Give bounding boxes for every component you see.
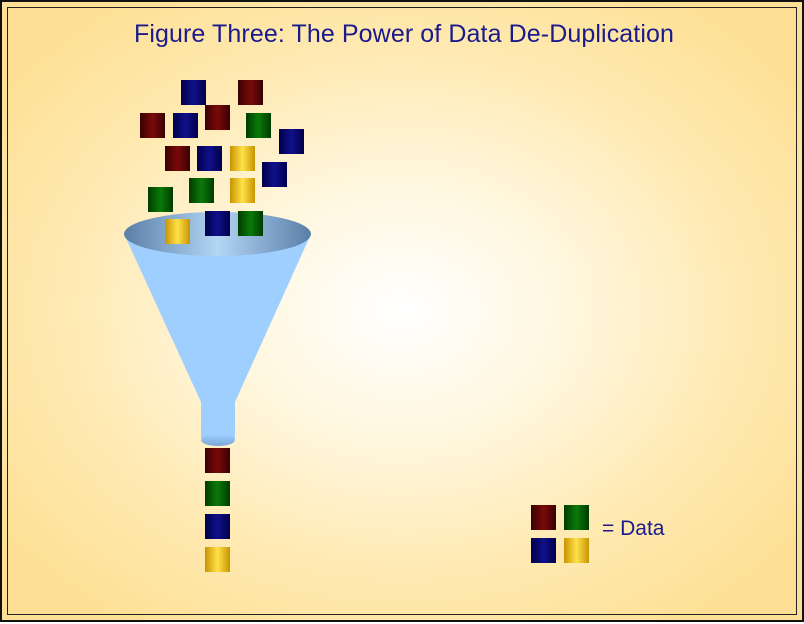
legend-label: = Data — [602, 517, 665, 540]
data-block-gold — [165, 219, 190, 244]
output-block-gold — [205, 547, 230, 572]
funnel — [124, 212, 311, 446]
legend-swatches — [531, 505, 589, 563]
output-block-green — [205, 481, 230, 506]
data-block-blue — [197, 146, 222, 171]
funnel-cone — [124, 234, 311, 443]
incoming-data-blocks — [140, 80, 304, 244]
data-block-blue — [279, 129, 304, 154]
data-block-gold — [230, 146, 255, 171]
legend-swatch-blue — [531, 538, 556, 563]
legend-swatch-gold — [564, 538, 589, 563]
data-block-maroon — [205, 105, 230, 130]
data-block-maroon — [165, 146, 190, 171]
output-block-blue — [205, 514, 230, 539]
data-block-gold — [230, 178, 255, 203]
data-block-green — [238, 211, 263, 236]
figure-title: Figure Three: The Power of Data De-Dupli… — [133, 20, 675, 48]
data-block-blue — [262, 162, 287, 187]
data-block-maroon — [238, 80, 263, 105]
data-block-blue — [181, 80, 206, 105]
data-block-blue — [205, 211, 230, 236]
legend-swatch-green — [564, 505, 589, 530]
data-block-blue — [173, 113, 198, 138]
legend-swatch-maroon — [531, 505, 556, 530]
data-block-green — [246, 113, 271, 138]
data-block-green — [148, 187, 173, 212]
output-block-maroon — [205, 448, 230, 473]
deduplicated-data-blocks — [205, 448, 230, 572]
data-block-maroon — [140, 113, 165, 138]
data-block-green — [189, 178, 214, 203]
funnel-neck-end — [201, 434, 235, 446]
